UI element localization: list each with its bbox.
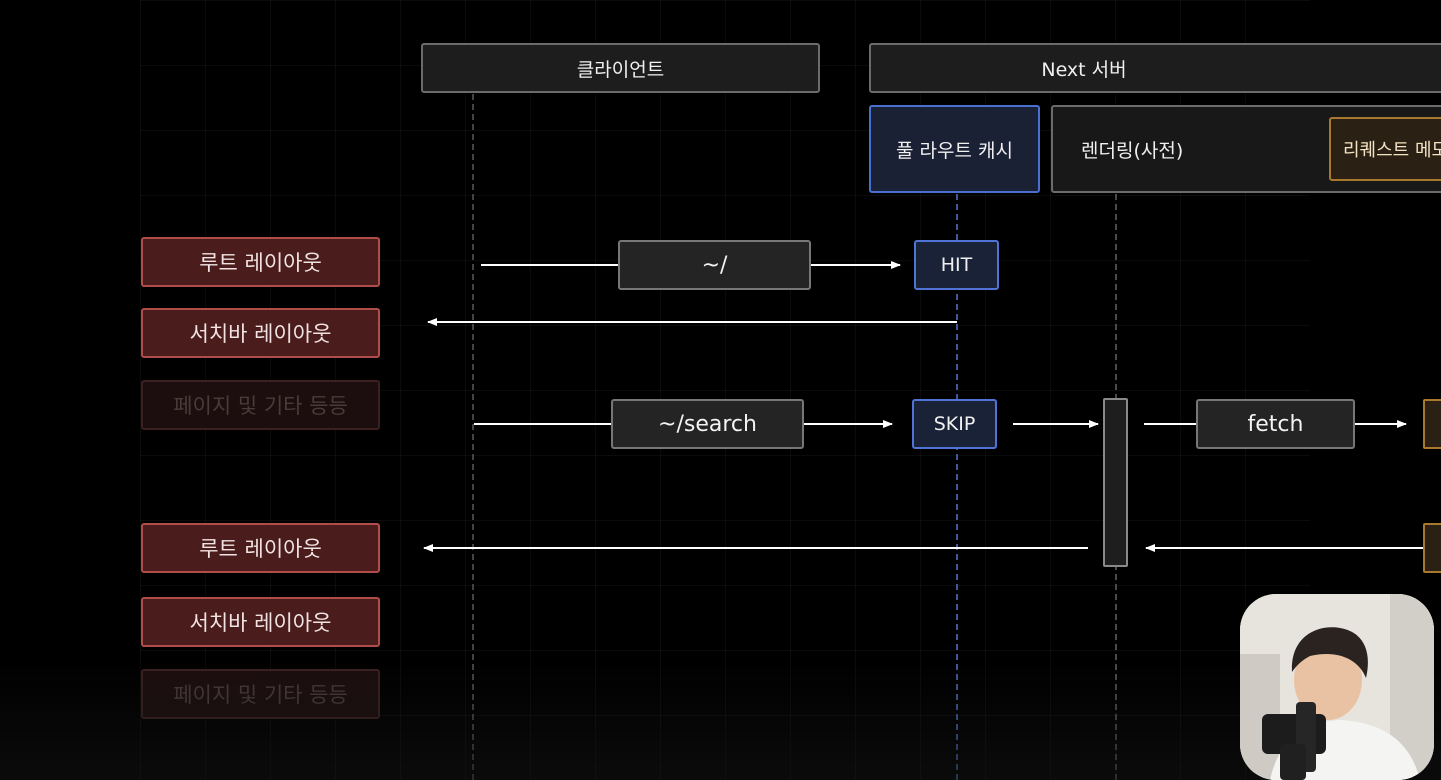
rendering-label: 렌더링(사전) [1081,139,1184,162]
client-header: 클라이언트 [421,43,820,93]
full-route-cache-box: 풀 라우트 캐시 [869,105,1040,193]
memo-edge-box-top [1423,399,1441,449]
render-activation-bar [1103,398,1128,567]
layout-label: 루트 레이아웃 [199,251,322,275]
request-memo-box: 리퀘스트 메모 [1329,117,1441,181]
layout-root-bottom: 루트 레이아웃 [141,523,380,573]
layout-root-top: 루트 레이아웃 [141,237,380,287]
layout-label: 서치바 레이아웃 [189,322,332,346]
client-lifeline [472,94,474,780]
request-root-label: ~/ [701,252,728,278]
layout-page-top: 페이지 및 기타 등등 [141,380,380,430]
memo-edge-box-bottom [1423,523,1441,573]
cache-lifeline [956,194,958,780]
layout-label: 페이지 및 기타 등등 [173,394,348,418]
layout-searchbar-top: 서치바 레이아웃 [141,308,380,358]
server-header: Next 서버 [869,43,1441,93]
fetch-box: fetch [1196,399,1355,449]
layout-label: 루트 레이아웃 [199,537,322,561]
hit-badge: HIT [914,240,999,290]
skip-badge: SKIP [912,399,997,449]
layout-label: 서치바 레이아웃 [189,611,332,635]
presenter-webcam [1240,594,1434,780]
skip-label: SKIP [933,413,976,435]
request-root-box: ~/ [618,240,811,290]
fetch-label: fetch [1247,411,1304,437]
client-header-label: 클라이언트 [576,58,665,81]
full-route-cache-label: 풀 라우트 캐시 [896,139,1013,162]
server-header-label: Next 서버 [1041,58,1127,81]
request-memo-label: 리퀘스트 메모 [1343,140,1441,161]
hit-label: HIT [940,254,973,276]
request-search-label: ~/search [658,411,757,437]
layout-searchbar-bottom: 서치바 레이아웃 [141,597,380,647]
presenter-portrait [1240,594,1434,780]
request-search-box: ~/search [611,399,804,449]
